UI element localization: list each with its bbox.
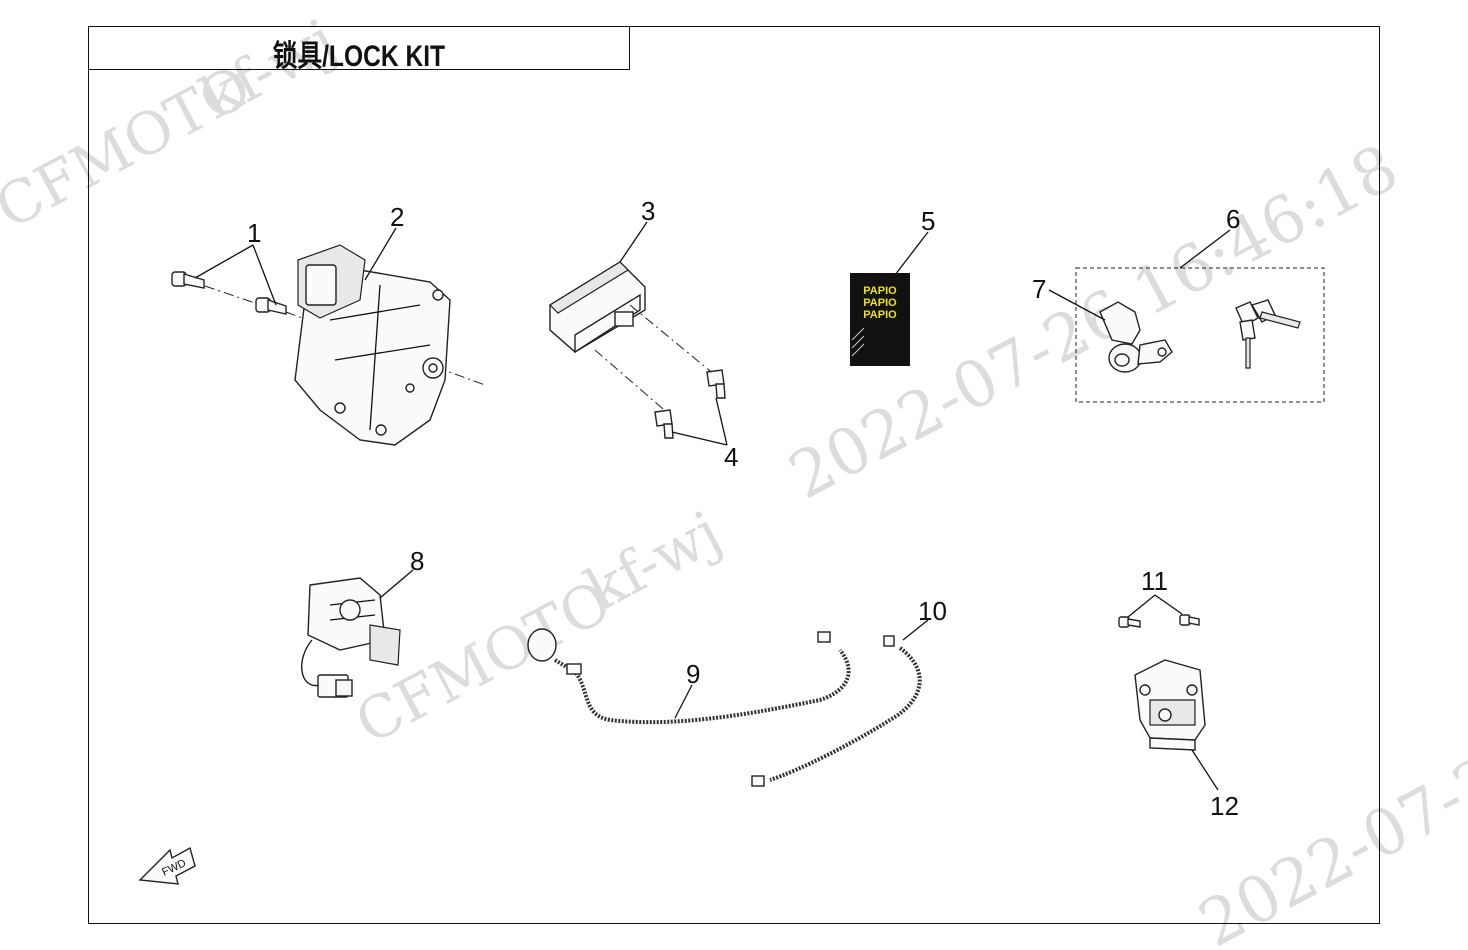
part-11-screws xyxy=(1118,614,1200,628)
card-text-1: PAPIO xyxy=(863,285,897,297)
callout-6: 6 xyxy=(1226,204,1240,234)
callout-4: 4 xyxy=(724,442,738,472)
part-10-cable xyxy=(751,635,922,787)
callout-9: 9 xyxy=(686,659,700,689)
part-5-key-card: PAPIO PAPIO PAPIO xyxy=(850,273,910,366)
callout-7: 7 xyxy=(1032,274,1046,304)
card-text-2: PAPIO xyxy=(863,297,897,309)
part-1-bolts xyxy=(171,271,486,386)
callout-12: 12 xyxy=(1210,791,1239,821)
part-8-latch-assembly xyxy=(301,577,401,698)
callout-10: 10 xyxy=(918,596,947,626)
title-box: 锁具/LOCK KIT xyxy=(88,26,630,73)
card-text-3: PAPIO xyxy=(863,309,897,321)
fwd-arrow-icon: FWD xyxy=(138,846,196,885)
diagram-frame xyxy=(88,26,1380,924)
callout-5: 5 xyxy=(921,206,935,236)
callout-8: 8 xyxy=(410,546,424,576)
callout-numbers: 1 2 3 4 5 6 7 8 9 10 11 12 xyxy=(247,196,1240,821)
callout-3: 3 xyxy=(641,196,655,226)
callout-1: 1 xyxy=(247,218,261,248)
part-3-module xyxy=(549,261,716,416)
part-12-latch xyxy=(1134,659,1206,751)
part-6-lock-set xyxy=(1075,267,1325,403)
callout-2: 2 xyxy=(390,202,404,232)
callout-11: 11 xyxy=(1141,566,1168,596)
part-9-cable xyxy=(527,628,851,725)
page-title: 锁具/LOCK KIT xyxy=(272,40,446,73)
part-2-actuator xyxy=(294,244,451,446)
leader-lines xyxy=(194,221,1231,791)
part-4-screws xyxy=(654,369,726,439)
